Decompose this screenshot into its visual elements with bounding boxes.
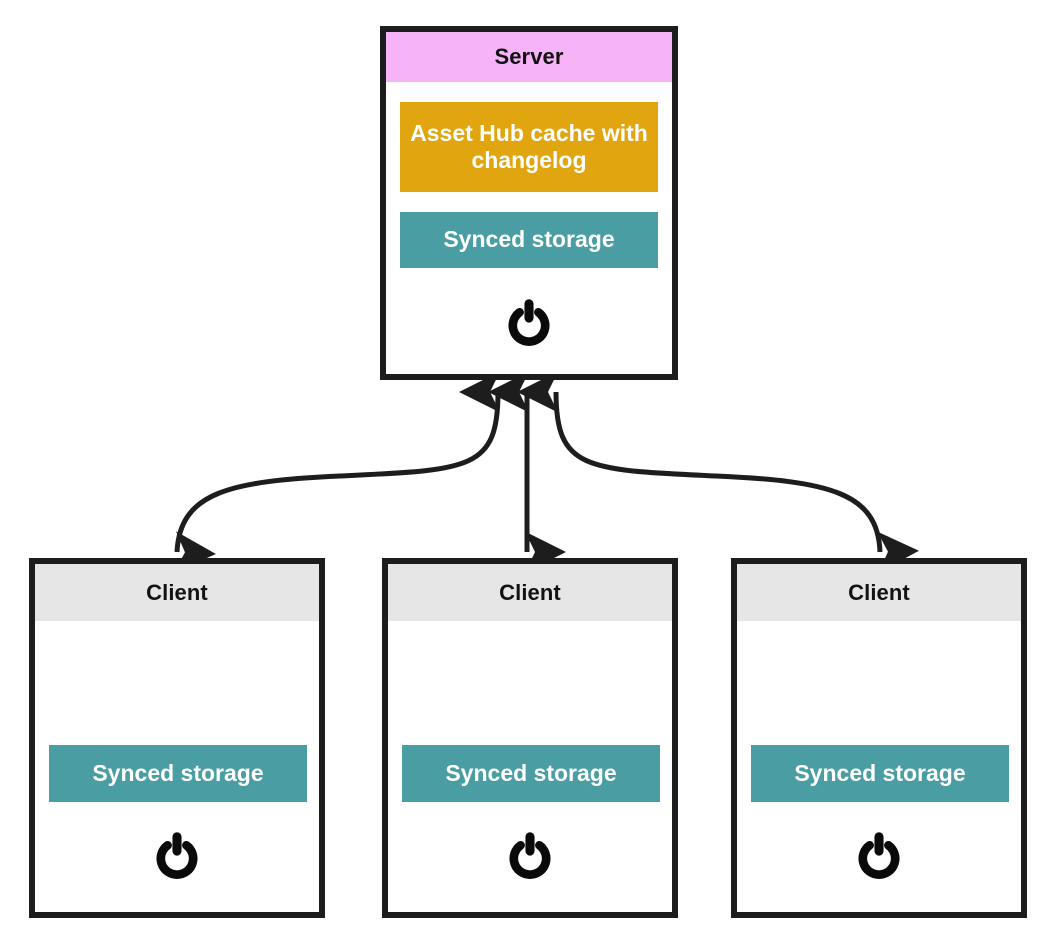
client-synced-storage-label: Synced storage: [445, 759, 617, 786]
client-synced-storage-label: Synced storage: [92, 759, 264, 786]
server-synced-storage-box: Synced storage: [400, 212, 658, 268]
server-cache-box: Asset Hub cache with changelog: [400, 102, 658, 192]
client-header-label: Client: [848, 579, 910, 605]
client-header: Client: [388, 564, 672, 621]
power-icon: [509, 832, 551, 879]
client-node: Client Synced storage: [731, 558, 1027, 918]
client-node: Client Synced storage: [29, 558, 325, 918]
server-header-label: Server: [494, 44, 564, 69]
server-cache-label: Asset Hub cache with changelog: [410, 119, 648, 173]
client-header-label: Client: [146, 579, 208, 605]
client-synced-storage-box: Synced storage: [49, 745, 307, 802]
client-synced-storage-label: Synced storage: [794, 759, 966, 786]
server-synced-storage-label: Synced storage: [443, 226, 615, 253]
server-node: Server Asset Hub cache with changelog Sy…: [380, 26, 678, 380]
connector-server-to-client-left: [173, 371, 501, 573]
client-header-label: Client: [499, 579, 561, 605]
client-synced-storage-box: Synced storage: [402, 745, 660, 802]
power-icon: [156, 832, 198, 879]
power-icon: [858, 832, 900, 879]
client-synced-storage-box: Synced storage: [751, 745, 1009, 802]
client-header: Client: [35, 564, 319, 621]
power-icon: [508, 299, 550, 346]
client-header: Client: [737, 564, 1021, 621]
client-node: Client Synced storage: [382, 558, 678, 918]
connector-server-to-client-right: [517, 371, 919, 573]
server-header: Server: [386, 32, 672, 82]
